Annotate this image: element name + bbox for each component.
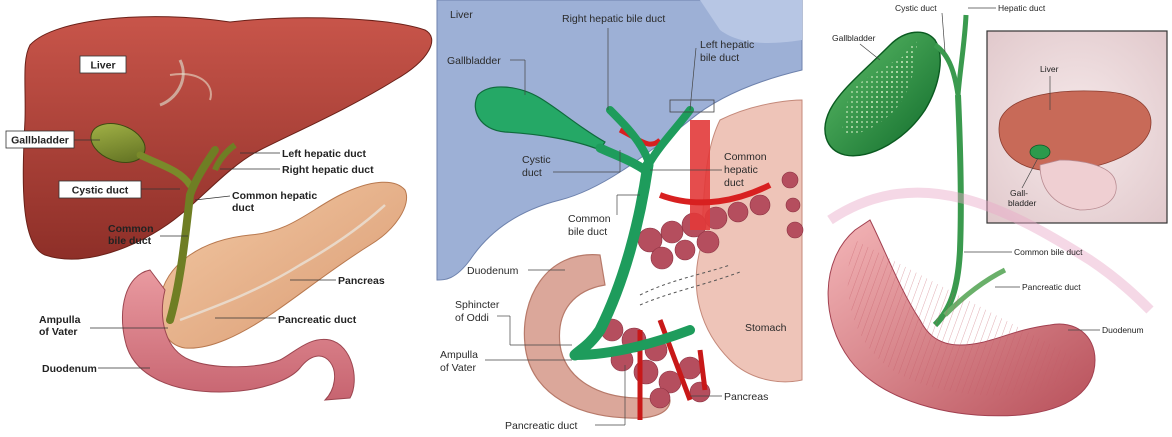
p1-label-common-bile-1: Common bbox=[108, 223, 154, 235]
duodenum-shape bbox=[122, 269, 355, 401]
panel-2-labels: Liver Right hepatic bile duct Left hepat… bbox=[440, 9, 787, 432]
p1-label-ampulla-1: Ampulla bbox=[39, 314, 81, 326]
p3-label-hepatic-duct: Hepatic duct bbox=[998, 3, 1046, 13]
p2-label-cystic-1: Cystic bbox=[522, 154, 551, 166]
p2-label-cystic-2: duct bbox=[522, 167, 542, 179]
p1-label-right-hepatic-duct: Right hepatic duct bbox=[282, 164, 374, 176]
p1-label-common-hepatic-1: Common hepatic bbox=[232, 190, 317, 202]
pancreas-shape bbox=[159, 181, 407, 349]
panel-1-labels: Liver Gallbladder Left hepatic duct Righ… bbox=[5, 55, 385, 375]
p3-label-pancreatic-duct: Pancreatic duct bbox=[1022, 282, 1081, 292]
p1-label-ampulla-2: of Vater bbox=[39, 326, 78, 338]
panel-3-illustration bbox=[824, 14, 1168, 417]
p1-label-cystic-duct: Cystic duct bbox=[72, 185, 129, 197]
p2-label-duodenum: Duodenum bbox=[467, 265, 519, 277]
p2-label-common-bile-2: bile duct bbox=[568, 226, 607, 238]
p2-label-common-bile-1: Common bbox=[568, 213, 611, 225]
p2-label-sphincter-2: of Oddi bbox=[455, 312, 489, 324]
p1-label-duodenum: Duodenum bbox=[42, 363, 97, 375]
p3-label-liver: Liver bbox=[1040, 64, 1059, 74]
p2-label-stomach: Stomach bbox=[745, 322, 787, 334]
p3-label-gall-2: bladder bbox=[1008, 198, 1037, 208]
p1-label-pancreas: Pancreas bbox=[338, 275, 385, 287]
p2-label-liver: Liver bbox=[450, 9, 473, 21]
p2-duodenum-shape bbox=[523, 254, 671, 419]
p1-label-left-hepatic-duct: Left hepatic duct bbox=[282, 148, 367, 160]
gallbladder-shape bbox=[90, 123, 146, 163]
p1-label-common-hepatic-2: duct bbox=[232, 202, 255, 214]
p2-label-pancreatic-duct: Pancreatic duct bbox=[505, 420, 577, 432]
p2-label-ampulla-1: Ampulla bbox=[440, 349, 478, 361]
p2-label-common-hepatic-2: hepatic bbox=[724, 164, 758, 176]
panel-3-labels: Cystic duct Hepatic duct Gallbladder Liv… bbox=[832, 3, 1144, 335]
p1-label-common-bile-2: bile duct bbox=[108, 235, 152, 247]
p2-label-left-hepatic-1: Left hepatic bbox=[700, 39, 754, 51]
p2-label-left-hepatic-2: bile duct bbox=[700, 52, 739, 64]
p2-label-common-hepatic-1: Common bbox=[724, 151, 767, 163]
p2-label-ampulla-2: of Vater bbox=[440, 362, 476, 374]
p3-label-cystic-duct: Cystic duct bbox=[895, 3, 937, 13]
p3-label-duodenum: Duodenum bbox=[1102, 325, 1144, 335]
p2-label-gallbladder: Gallbladder bbox=[447, 55, 501, 67]
panel-1-illustration bbox=[22, 16, 433, 401]
p1-label-pancreatic-duct: Pancreatic duct bbox=[278, 314, 357, 326]
p1-label-liver: Liver bbox=[90, 60, 115, 72]
p1-label-gallbladder: Gallbladder bbox=[11, 135, 69, 147]
panel-2-illustration bbox=[436, 0, 804, 437]
p2-liver-shape bbox=[436, 0, 803, 281]
p3-label-gallbladder: Gallbladder bbox=[832, 33, 876, 43]
p3-label-gall-1: Gall- bbox=[1010, 188, 1028, 198]
p2-label-sphincter-1: Sphincter bbox=[455, 299, 500, 311]
p2-label-right-hepatic: Right hepatic bile duct bbox=[562, 13, 665, 25]
p3-label-common-bile-duct: Common bile duct bbox=[1014, 247, 1083, 257]
p2-label-pancreas: Pancreas bbox=[724, 391, 768, 403]
p2-label-common-hepatic-3: duct bbox=[724, 177, 744, 189]
